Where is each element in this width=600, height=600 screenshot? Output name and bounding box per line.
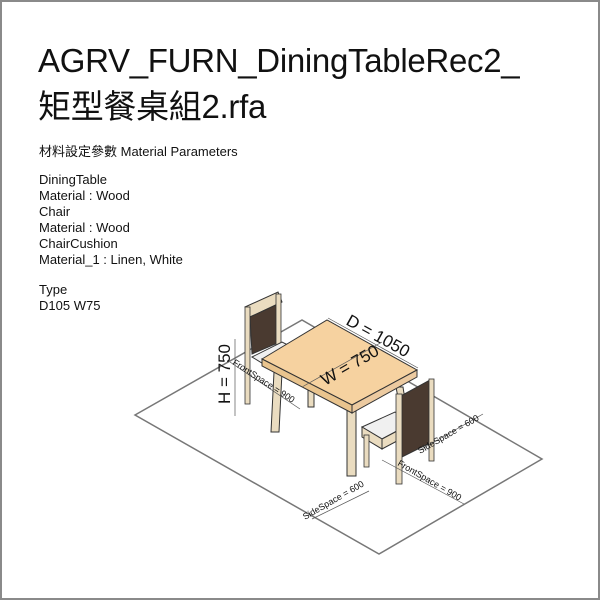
group-name: Chair [39,204,71,219]
parameters-heading: 材料設定參數 Material Parameters [39,144,238,159]
page-title: AGRV_FURN_DiningTableRec2_ 矩型餐桌組2.rfa [38,38,520,130]
type-label: Type [39,282,68,297]
side-space-bottom-dimension: SideSpace = 600 [301,479,366,522]
type-value: D105 W75 [39,298,101,313]
height-dimension: H = 750 [215,344,234,404]
group-name: DiningTable [39,172,107,187]
material-parameters: 材料設定參數 Material Parameters DiningTable M… [39,144,238,314]
title-line-2: 矩型餐桌組2.rfa [38,88,267,125]
title-line-1: AGRV_FURN_DiningTableRec2_ [38,42,520,79]
chair-right [360,378,435,485]
group-value: Material : Wood [39,220,130,235]
group-value: Material : Wood [39,188,130,203]
group-name: ChairCushion [39,236,118,251]
group-value: Material_1 : Linen, White [39,252,183,267]
front-space-right-dimension: FrontSpace = 900 [396,458,463,503]
